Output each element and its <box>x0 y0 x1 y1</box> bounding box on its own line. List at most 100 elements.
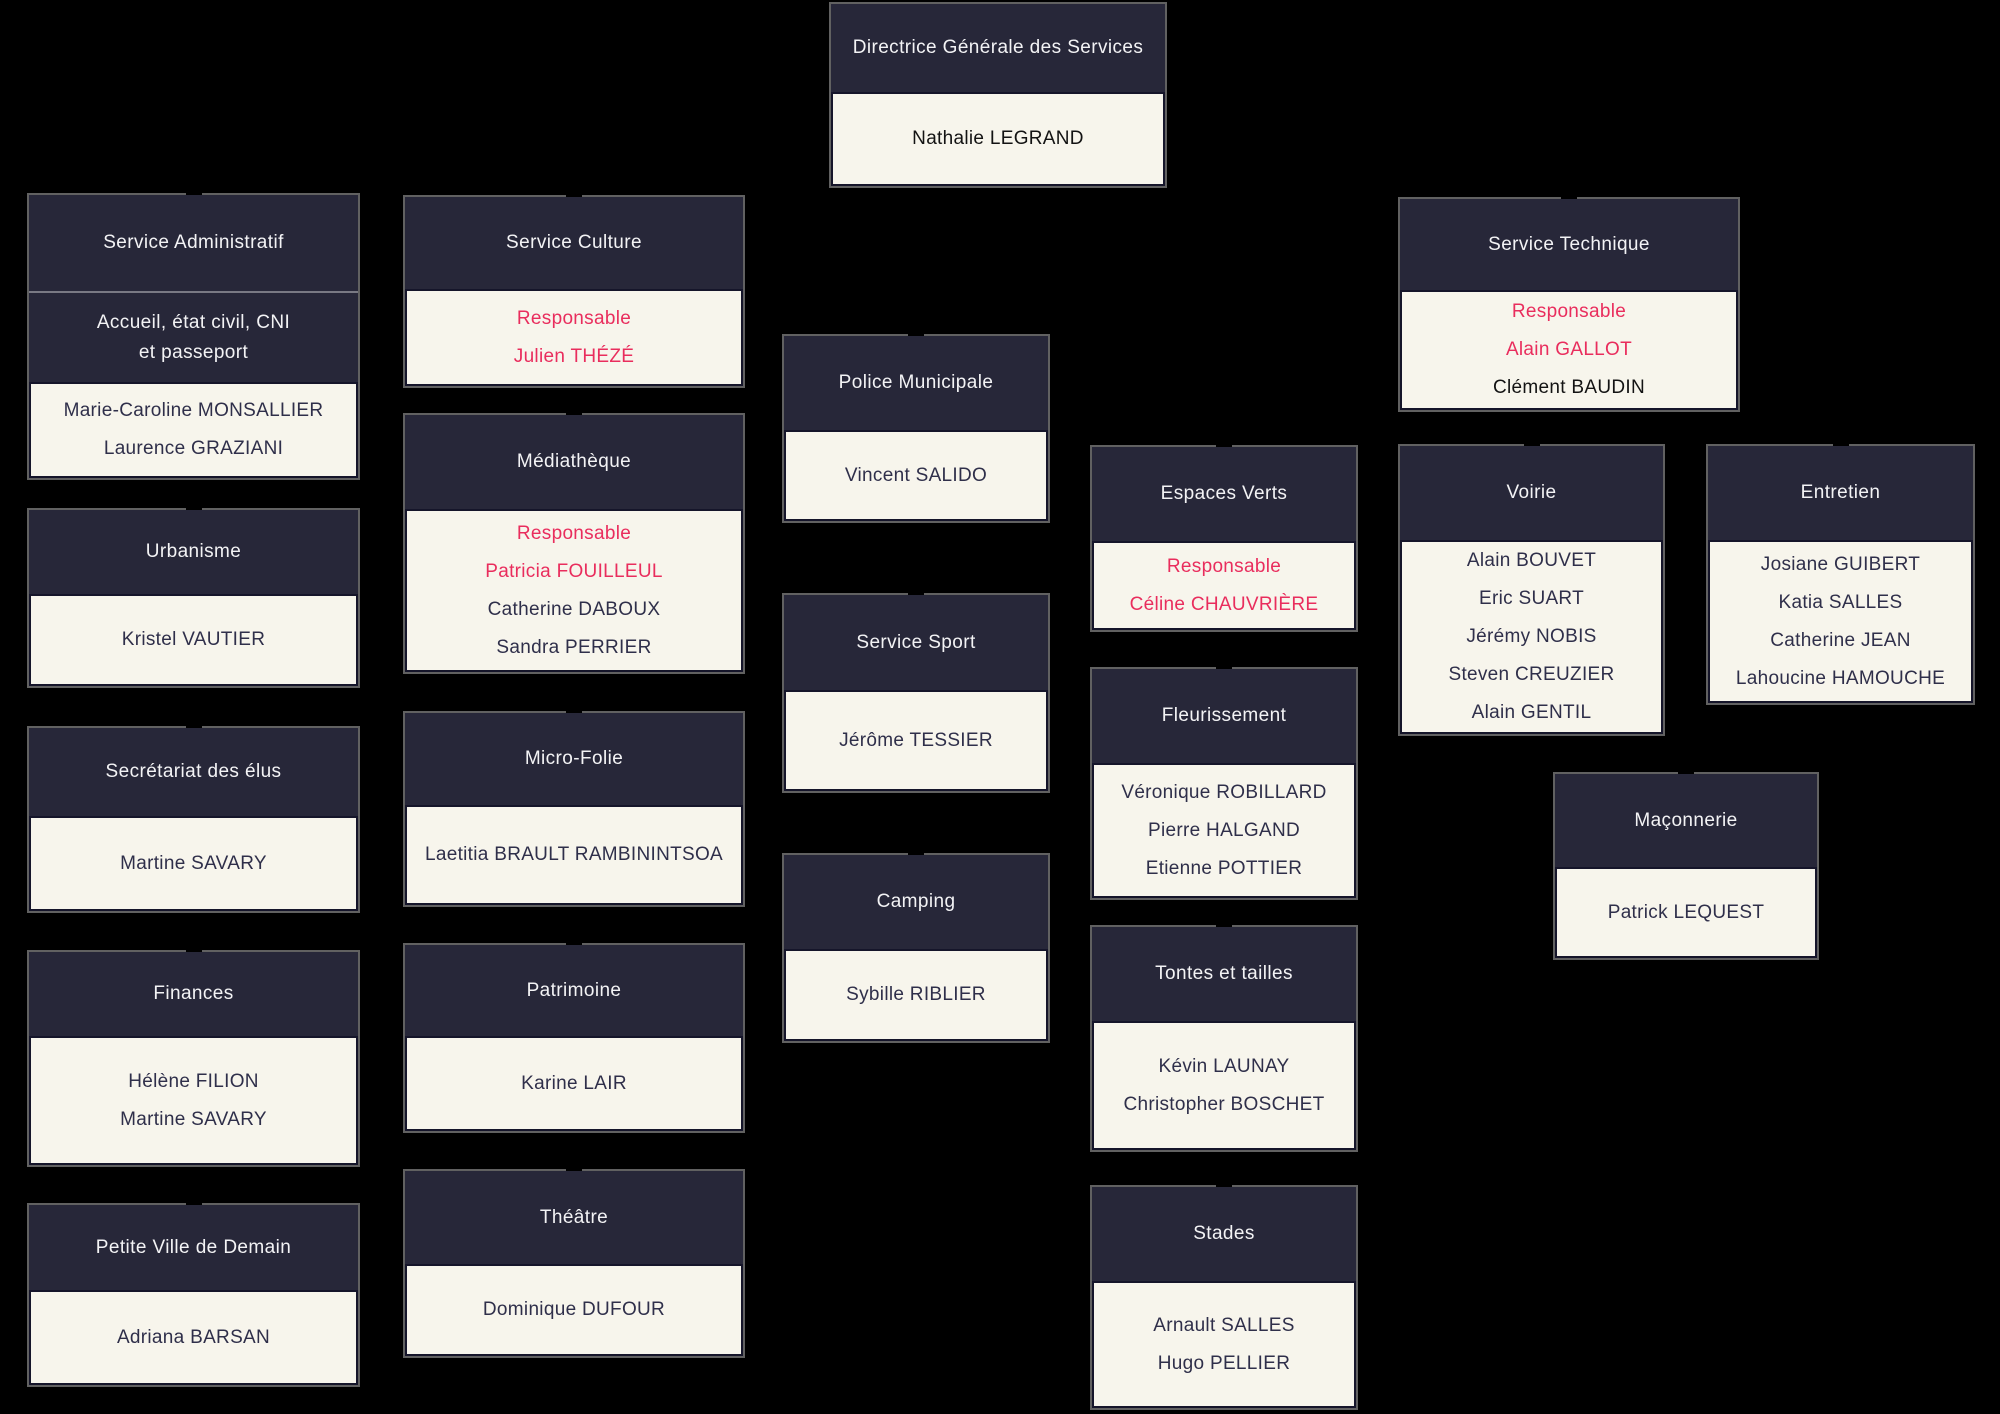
org-box-title: Finances <box>29 952 358 1036</box>
org-box-title: Médiathèque <box>405 415 743 509</box>
person-name: Marie-Caroline MONSALLIER <box>63 400 324 421</box>
person-name: Véronique ROBILLARD <box>1121 781 1327 803</box>
org-box-members: Responsable Patricia FOUILLEUL Catherine… <box>405 509 743 672</box>
person-name: Alain BOUVET <box>1466 550 1597 571</box>
org-box-members: Responsable Céline CHAUVRIÈRE <box>1092 541 1356 630</box>
org-box-finances: Finances Hélène FILION Martine SAVARY <box>27 950 360 1167</box>
org-box-title: Service Technique <box>1400 199 1738 290</box>
org-box-title: Directrice Générale des Services <box>831 4 1165 92</box>
org-box-members: Jérôme TESSIER <box>784 690 1048 791</box>
org-box-title: Police Municipale <box>784 336 1048 430</box>
person-name: Hugo PELLIER <box>1157 1352 1291 1374</box>
person-name: Jérémy NOBIS <box>1466 626 1597 647</box>
org-box-service-technique: Service Technique Responsable Alain GALL… <box>1398 197 1740 412</box>
person-name: Laetitia BRAULT RAMBININTSOA <box>424 844 724 865</box>
person-name: Alain GALLOT <box>1505 339 1633 360</box>
org-box-title: Tontes et tailles <box>1092 927 1356 1021</box>
org-box-fleurissement: Fleurissement Véronique ROBILLARD Pierre… <box>1090 667 1358 900</box>
org-box-title: Voirie <box>1400 446 1663 540</box>
org-box-micro-folie: Micro-Folie Laetitia BRAULT RAMBININTSOA <box>403 711 745 907</box>
org-box-title: Théâtre <box>405 1171 743 1264</box>
person-name: Adriana BARSAN <box>116 1326 271 1348</box>
org-box-title: Service Administratif <box>29 195 358 291</box>
person-name: Catherine JEAN <box>1770 629 1911 651</box>
person-name: Clément BAUDIN <box>1492 377 1646 398</box>
org-box-police-municipale: Police Municipale Vincent SALIDO <box>782 334 1050 523</box>
org-box-members: Dominique DUFOUR <box>405 1264 743 1356</box>
org-box-members: Sybille RIBLIER <box>784 949 1048 1041</box>
org-box-subtitle: Accueil, état civil, CNI et passeport <box>29 291 358 382</box>
org-box-title: Stades <box>1092 1187 1356 1281</box>
person-name: Laurence GRAZIANI <box>103 438 284 459</box>
org-box-stades: Stades Arnault SALLES Hugo PELLIER <box>1090 1185 1358 1410</box>
org-box-service-sport: Service Sport Jérôme TESSIER <box>782 593 1050 793</box>
org-box-members: Nathalie LEGRAND <box>831 92 1165 186</box>
org-box-members: Hélène FILION Martine SAVARY <box>29 1036 358 1165</box>
org-box-members: Josiane GUIBERT Katia SALLES Catherine J… <box>1708 540 1973 703</box>
person-name: Dominique DUFOUR <box>482 1299 666 1320</box>
person-name: Eric SUART <box>1478 588 1585 609</box>
person-name: Josiane GUIBERT <box>1760 553 1921 575</box>
org-box-directrice-generale: Directrice Générale des Services Nathali… <box>829 2 1167 188</box>
subtitle-line: et passeport <box>138 341 249 363</box>
org-box-members: Adriana BARSAN <box>29 1290 358 1385</box>
role-label: Responsable <box>1166 555 1282 577</box>
role-label: Responsable <box>516 307 632 329</box>
person-name: Christopher BOSCHET <box>1123 1093 1325 1115</box>
org-box-members: Laetitia BRAULT RAMBININTSOA <box>405 805 743 905</box>
person-name: Kristel VAUTIER <box>121 629 266 650</box>
person-name: Sandra PERRIER <box>496 636 652 658</box>
org-box-title: Micro-Folie <box>405 713 743 805</box>
org-box-members: Karine LAIR <box>405 1036 743 1131</box>
org-box-title: Urbanisme <box>29 510 358 594</box>
org-box-title: Maçonnerie <box>1555 774 1817 867</box>
person-name: Hélène FILION <box>128 1070 259 1092</box>
person-name: Martine SAVARY <box>120 1108 267 1130</box>
person-name: Karine LAIR <box>521 1072 627 1094</box>
org-box-service-administratif: Service Administratif Accueil, état civi… <box>27 193 360 480</box>
person-name: Patricia FOUILLEUL <box>485 560 663 582</box>
org-box-mediatheque: Médiathèque Responsable Patricia FOUILLE… <box>403 413 745 674</box>
subtitle-line: Accueil, état civil, CNI <box>96 311 291 333</box>
role-label: Responsable <box>516 522 632 544</box>
org-box-title: Service Sport <box>784 595 1048 690</box>
person-name: Nathalie LEGRAND <box>912 128 1084 149</box>
person-name: Steven CREUZIER <box>1448 664 1615 685</box>
org-box-title: Petite Ville de Demain <box>29 1205 358 1290</box>
org-box-title: Service Culture <box>405 197 743 289</box>
org-box-title: Espaces Verts <box>1092 447 1356 541</box>
org-box-espaces-verts: Espaces Verts Responsable Céline CHAUVRI… <box>1090 445 1358 632</box>
org-box-members: Marie-Caroline MONSALLIER Laurence GRAZI… <box>29 382 358 478</box>
org-box-members: Kristel VAUTIER <box>29 594 358 686</box>
person-name: Pierre HALGAND <box>1147 819 1301 841</box>
person-name: Katia SALLES <box>1778 591 1903 613</box>
org-box-voirie: Voirie Alain BOUVET Eric SUART Jérémy NO… <box>1398 444 1665 736</box>
org-box-urbanisme: Urbanisme Kristel VAUTIER <box>27 508 360 688</box>
person-name: Patrick LEQUEST <box>1607 901 1765 923</box>
org-box-title: Camping <box>784 855 1048 949</box>
org-box-tontes-et-tailles: Tontes et tailles Kévin LAUNAY Christoph… <box>1090 925 1358 1152</box>
person-name: Arnault SALLES <box>1153 1314 1295 1336</box>
person-name: Martine SAVARY <box>120 852 267 874</box>
org-box-members: Responsable Julien THÉZÉ <box>405 289 743 386</box>
person-name: Julien THÉZÉ <box>513 345 635 367</box>
org-box-service-culture: Service Culture Responsable Julien THÉZÉ <box>403 195 745 388</box>
org-box-maconnerie: Maçonnerie Patrick LEQUEST <box>1553 772 1819 960</box>
org-box-camping: Camping Sybille RIBLIER <box>782 853 1050 1043</box>
person-name: Etienne POTTIER <box>1145 857 1303 879</box>
org-box-patrimoine: Patrimoine Karine LAIR <box>403 943 745 1133</box>
org-box-petite-ville-de-demain: Petite Ville de Demain Adriana BARSAN <box>27 1203 360 1387</box>
person-name: Alain GENTIL <box>1471 702 1592 723</box>
org-box-members: Patrick LEQUEST <box>1555 867 1817 958</box>
org-box-entretien: Entretien Josiane GUIBERT Katia SALLES C… <box>1706 444 1975 705</box>
person-name: Jérôme TESSIER <box>839 729 993 751</box>
org-box-secretariat-des-elus: Secrétariat des élus Martine SAVARY <box>27 726 360 913</box>
person-name: Sybille RIBLIER <box>846 984 986 1005</box>
person-name: Kévin LAUNAY <box>1158 1055 1290 1077</box>
org-box-members: Vincent SALIDO <box>784 430 1048 521</box>
person-name: Vincent SALIDO <box>844 464 988 486</box>
org-box-title: Secrétariat des élus <box>29 728 358 816</box>
org-box-members: Arnault SALLES Hugo PELLIER <box>1092 1281 1356 1408</box>
person-name: Catherine DABOUX <box>487 598 661 620</box>
